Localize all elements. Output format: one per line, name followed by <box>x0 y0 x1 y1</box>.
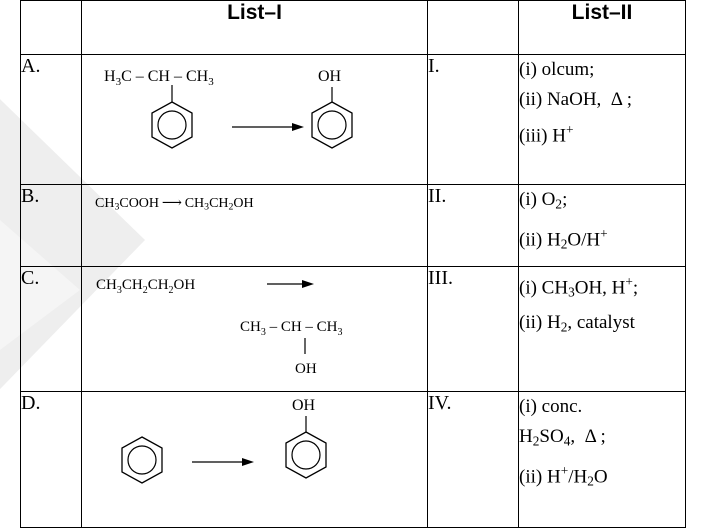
reaction-c: CH3CH2CH2OH CH3 – CH – CH3 OH <box>81 266 428 392</box>
roman-iii: III. <box>427 266 519 392</box>
reaction-d: OH <box>81 391 428 528</box>
reaction-c-structure: CH3CH2CH2OH CH3 – CH – CH3 OH <box>96 277 343 377</box>
oh-label: OH <box>295 361 317 377</box>
row-label-b: B. <box>20 184 82 267</box>
reagents-ii: (i) O2; (ii) H2O/H+ <box>518 184 686 267</box>
reagents-iii: (i) CH3OH, H+; (ii) H2, catalyst <box>518 266 686 392</box>
row-label-c: C. <box>20 266 82 392</box>
reaction-b: CH3COOH ⟶ CH3CH2OH <box>81 184 428 267</box>
isopropanol: CH3 – CH – CH3 <box>240 319 343 338</box>
roman-i: I. <box>427 54 519 185</box>
reaction-a: H3C – CH – CH3 OH <box>81 54 428 185</box>
benzene-ring <box>151 101 193 149</box>
header-row: List–I List–II <box>20 0 686 55</box>
table-row: A. H3C – CH – CH3 OH I. (i) olcum; (ii) … <box>20 54 686 185</box>
list-1-header: List–I <box>81 0 428 55</box>
phenol-ring <box>311 101 353 149</box>
table-row: B. CH3COOH ⟶ CH3CH2OH II. (i) O2; (ii) H… <box>20 184 686 267</box>
oh-label: OH <box>318 68 342 85</box>
roman-ii: II. <box>427 184 519 267</box>
reaction-d-structure: OH <box>121 397 327 484</box>
reaction-a-structure: H3C – CH – CH3 OH <box>104 68 353 149</box>
header-blank-1 <box>20 0 82 55</box>
oh-label: OH <box>292 397 316 414</box>
header-blank-2 <box>427 0 519 55</box>
isopropyl-group: H3C – CH – CH3 <box>104 68 214 88</box>
benzene-ring <box>121 436 163 484</box>
roman-iv: IV. <box>427 391 519 528</box>
row-label-d: D. <box>20 391 82 528</box>
table-row: D. OH IV. (i) conc. H2SO4, Δ ; (ii) H+/H… <box>20 391 686 528</box>
reagents-iv: (i) conc. H2SO4, Δ ; (ii) H+/H2O <box>518 391 686 528</box>
table-row: C. CH3CH2CH2OH CH3 – CH – CH3 OH III. (i… <box>20 266 686 392</box>
phenol-ring <box>285 431 327 479</box>
matching-table: List–I List–II A. H3C – CH – CH3 OH I. (… <box>20 0 686 528</box>
list-2-header: List–II <box>518 0 686 55</box>
propanol: CH3CH2CH2OH <box>96 277 195 296</box>
reagents-i: (i) olcum; (ii) NaOH, Δ ; (iii) H+ <box>518 54 686 185</box>
row-label-a: A. <box>20 54 82 185</box>
